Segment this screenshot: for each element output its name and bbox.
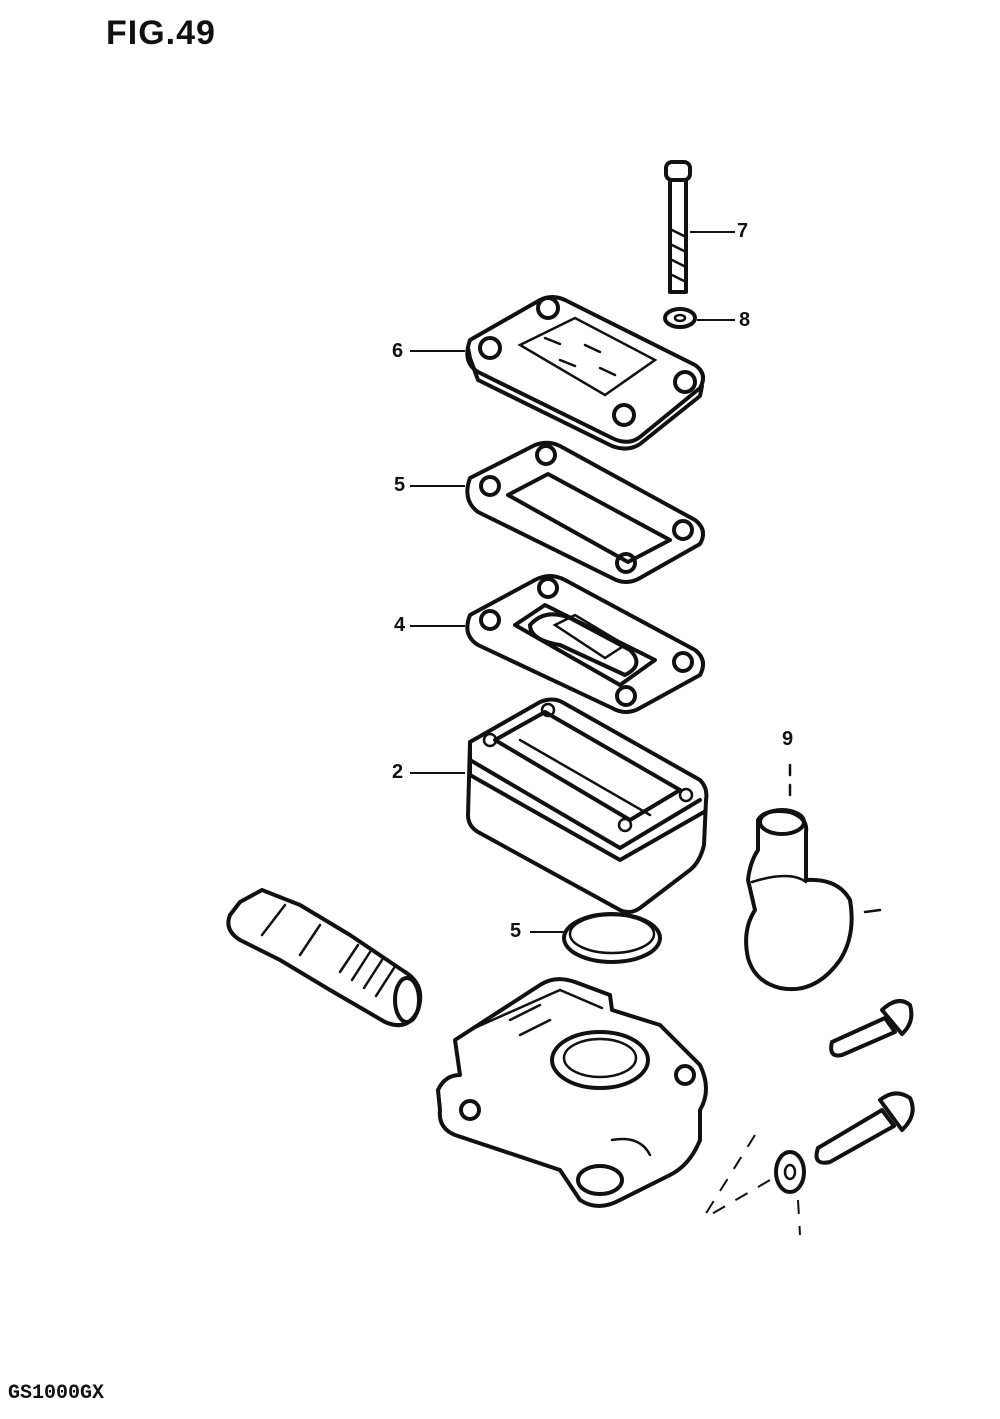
part-7-bolt [664, 160, 735, 294]
part-6-reservoir-cap [410, 295, 706, 451]
part-2-reservoir [410, 697, 709, 915]
figure-title: FIG.49 [106, 14, 216, 52]
washer-lower [774, 1150, 806, 1194]
master-cylinder-body [436, 977, 708, 1208]
callout-8: 8 [739, 309, 751, 331]
callout-2: 2 [392, 761, 404, 783]
piston-assembly [226, 888, 423, 1027]
callout-6: 6 [392, 340, 404, 362]
small-bolt-upper [829, 999, 914, 1058]
callout-5-o-ring: 5 [510, 920, 522, 942]
part-9-holder [744, 763, 882, 992]
assembly-line-washer [797, 1199, 801, 1236]
part-5-o-ring [530, 912, 662, 964]
part-4-diaphragm [410, 574, 706, 714]
assembly-line-right [709, 1179, 771, 1216]
part-8-washer [663, 307, 735, 329]
callout-4: 4 [394, 614, 406, 636]
long-bolt-lower [814, 1091, 915, 1165]
model-code: GS1000GX [8, 1382, 105, 1405]
part-5-plate-gasket [410, 440, 706, 584]
assembly-line-left [704, 1134, 756, 1216]
callout-9: 9 [782, 728, 794, 750]
callout-7: 7 [737, 220, 749, 242]
callout-5-plate: 5 [394, 474, 406, 496]
